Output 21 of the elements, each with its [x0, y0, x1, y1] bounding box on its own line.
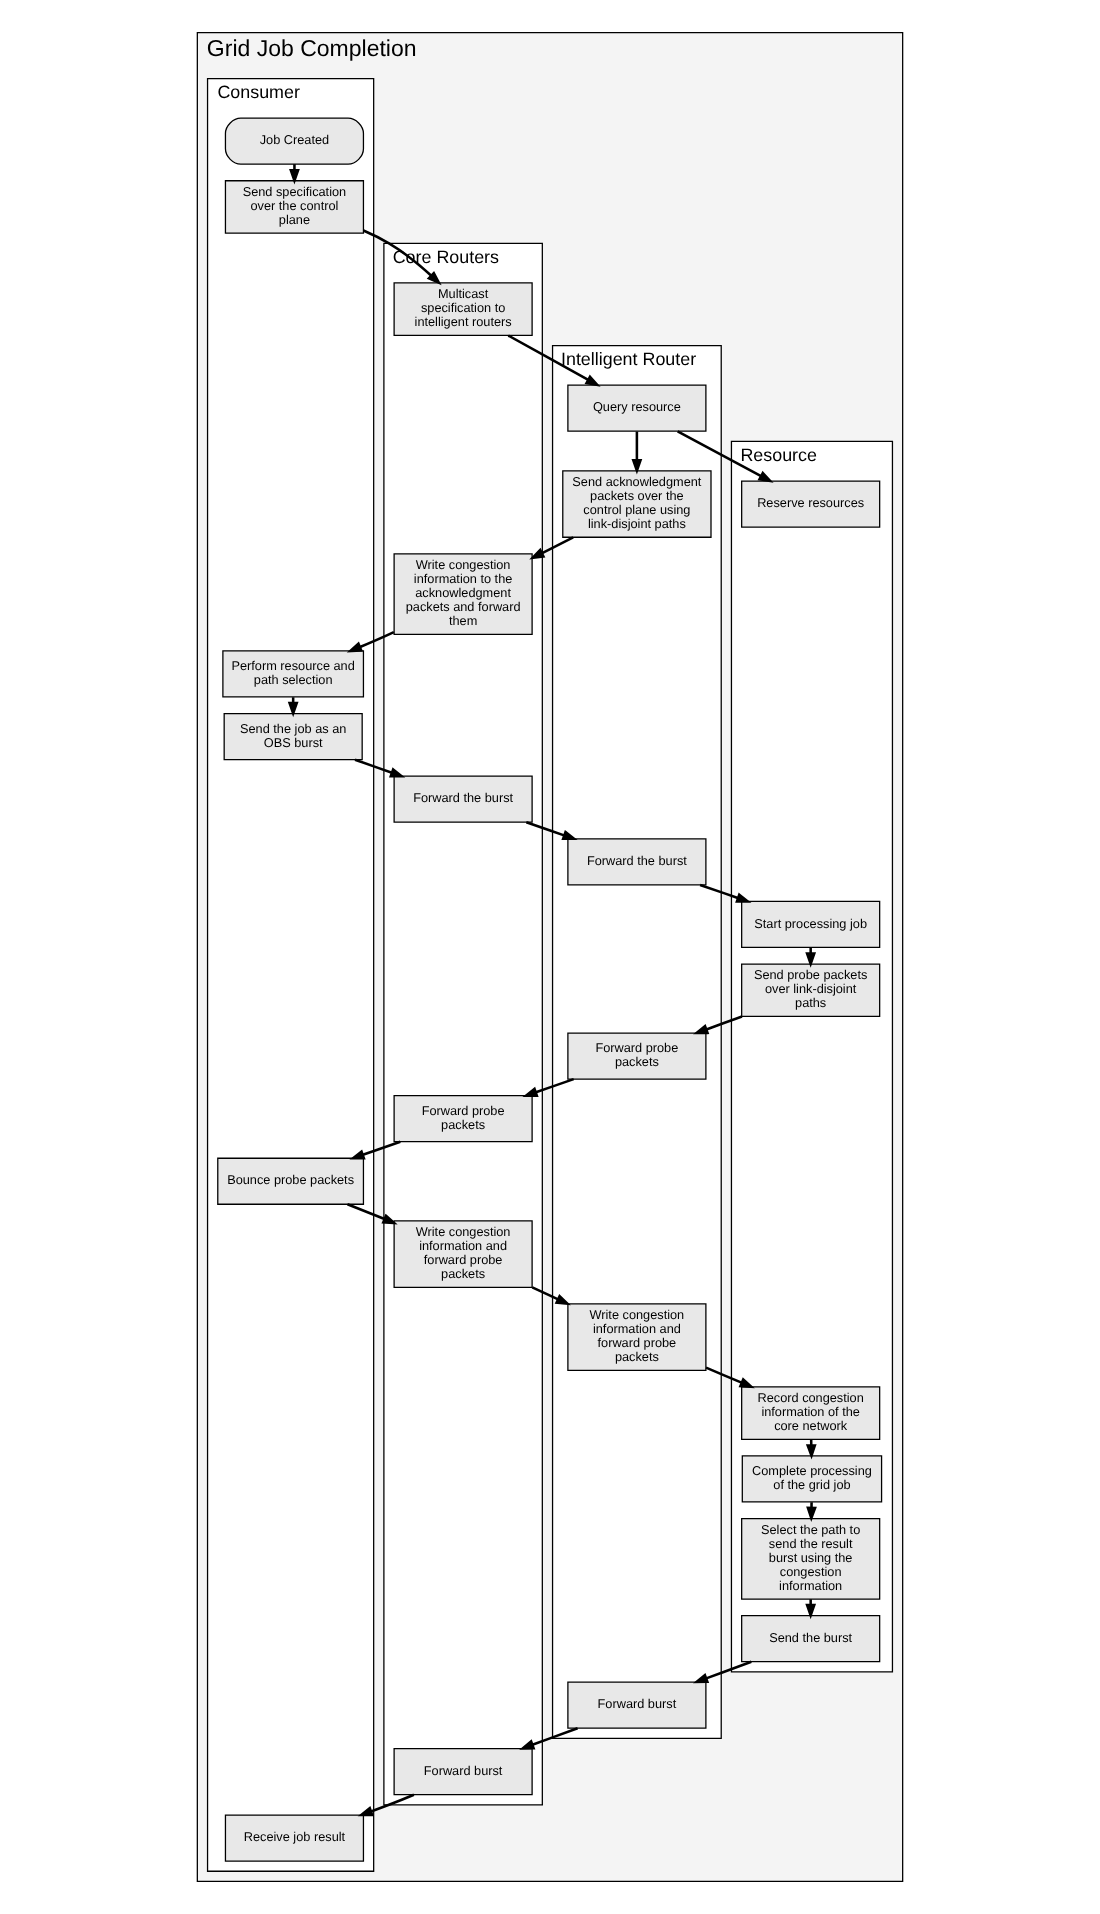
arrow	[806, 1502, 817, 1522]
arrow	[805, 947, 817, 968]
arrow	[692, 1660, 752, 1684]
arrow	[519, 1727, 578, 1750]
arrow	[693, 1015, 743, 1035]
arrow	[357, 1793, 415, 1817]
arrow	[805, 1599, 817, 1620]
arrow	[705, 1366, 755, 1389]
arrow	[525, 821, 578, 841]
arrow	[631, 431, 643, 475]
arrow	[529, 536, 574, 560]
arrow	[354, 758, 406, 778]
arrow	[349, 1140, 401, 1160]
arrow	[677, 430, 774, 483]
arrow	[699, 883, 752, 903]
arrow	[346, 630, 395, 653]
arrow	[531, 1286, 571, 1306]
arrow	[289, 164, 300, 185]
arrow	[347, 1203, 398, 1225]
arrow	[507, 334, 601, 387]
arrow	[522, 1077, 575, 1097]
